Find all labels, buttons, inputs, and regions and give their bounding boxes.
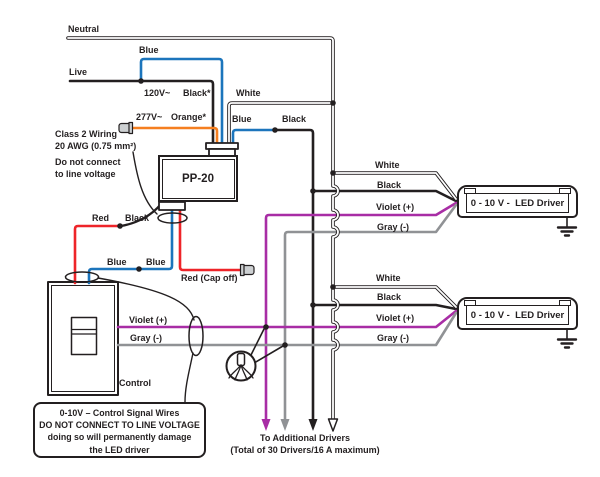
black-star-label: Black* — [183, 88, 211, 98]
driver1-violet-label: Violet (+) — [376, 202, 415, 212]
additional-drivers-line2: (Total of 30 Drivers/16 A maximum) — [230, 445, 380, 455]
driver2-white-label: White — [376, 273, 401, 283]
driver2-gray-label: Gray (-) — [377, 333, 410, 343]
control-label: Control — [119, 378, 151, 388]
blue-feed-wire — [139, 57, 224, 148]
driver1-box: 0 - 10 V - LED Driver — [457, 185, 578, 218]
bundle-swoop-leader — [97, 277, 195, 321]
class2-note-leader — [132, 151, 158, 215]
gray-bus-wire — [283, 203, 458, 421]
no-line-voltage-note: Do not connect to line voltage — [55, 157, 121, 180]
class2-note: Class 2 Wiring 20 AWG (0.75 mm²) — [55, 129, 136, 152]
277v-label: 277V~ — [136, 112, 163, 122]
warning-line2: DO NOT CONNECT TO LINE VOLTAGE — [39, 420, 200, 431]
control-gray-wire — [116, 311, 458, 347]
additional-drivers-line1: To Additional Drivers — [259, 433, 350, 443]
no-line-voltage-line1: Do not connect — [55, 157, 121, 167]
white-branch-driver2 — [331, 285, 458, 309]
control-rocker — [70, 316, 98, 356]
warning-leader — [184, 352, 194, 403]
driver1-label: 0 - 10 V - LED Driver — [466, 193, 569, 213]
white-top-label: White — [236, 88, 261, 98]
black-branch-driver2 — [311, 303, 458, 311]
neutral-bus-wire — [66, 36, 340, 421]
black-bus-wire — [273, 128, 315, 421]
control-gray-label: Gray (-) — [130, 333, 163, 343]
signal-pair-oval — [188, 315, 204, 357]
splice-clamp-icon — [225, 328, 284, 382]
driver1-ground-icon — [556, 217, 578, 237]
orange-wire-cap — [118, 121, 134, 135]
pp20-box: PP-20 — [158, 155, 238, 202]
white-branch-driver1 — [331, 171, 458, 201]
live-label: Live — [69, 67, 88, 77]
control-blue-wire — [87, 207, 174, 285]
warning-line1: 0-10V – Control Signal Wires — [59, 408, 180, 418]
class2-note-line2: 20 AWG (0.75 mm²) — [55, 140, 137, 151]
blue-right-label: Blue — [146, 257, 166, 267]
driver2-ground-icon — [556, 329, 578, 349]
red-wire-cap — [239, 263, 255, 277]
orange-star-label: Orange* — [171, 112, 207, 122]
driver2-violet-label: Violet (+) — [376, 313, 415, 323]
violet-bus-wire — [264, 201, 458, 421]
black-label: Black — [125, 213, 150, 223]
warning-line4: the LED driver — [89, 444, 150, 455]
warning-box: 0-10V – Control Signal Wires DO NOT CONN… — [33, 402, 206, 458]
violet-arrow — [261, 419, 271, 431]
control-red-wire — [73, 224, 122, 285]
blue-top-label: Blue — [139, 45, 159, 55]
120v-label: 120V~ — [144, 88, 171, 98]
driver1-black-label: Black — [377, 180, 402, 190]
junction-dots — [117, 78, 336, 348]
pp20-label: PP-20 — [161, 158, 235, 199]
control-bundle-oval — [64, 271, 100, 283]
blue-output-wire — [231, 128, 277, 148]
black-out-label: Black — [282, 114, 307, 124]
control-violet-label: Violet (+) — [129, 315, 168, 325]
orange-277v-wire — [130, 126, 219, 148]
control-violet-wire — [116, 309, 458, 329]
live-black-wire — [68, 79, 215, 148]
driver2-label: 0 - 10 V - LED Driver — [466, 305, 569, 325]
black-branch-driver1 — [311, 189, 458, 203]
red-label: Red — [92, 213, 110, 223]
blue-out-label: Blue — [232, 114, 252, 124]
red-capped-wire — [178, 207, 243, 272]
pp20-white-wire — [227, 101, 333, 149]
driver2-box: 0 - 10 V - LED Driver — [457, 297, 578, 330]
pp20-bottom-connector — [158, 201, 186, 211]
no-line-voltage-line2: to line voltage — [55, 168, 116, 179]
blue-left-label: Blue — [107, 257, 127, 267]
additional-drivers-note: To Additional Drivers (Total of 30 Drive… — [200, 432, 410, 456]
black-arrow — [308, 419, 318, 431]
warning-line3: doing so will permanently damage — [47, 432, 192, 443]
control-wallbox — [47, 281, 119, 396]
white-arrow — [327, 418, 339, 432]
red-cap-label: Red (Cap off) — [181, 273, 238, 283]
class2-note-line1: Class 2 Wiring — [55, 129, 117, 139]
driver2-black-label: Black — [377, 292, 402, 302]
class2-bundle-oval — [157, 212, 188, 224]
driver1-white-label: White — [375, 160, 400, 170]
neutral-label: Neutral — [68, 24, 100, 34]
gray-arrow — [280, 419, 290, 431]
driver1-gray-label: Gray (-) — [377, 222, 410, 232]
